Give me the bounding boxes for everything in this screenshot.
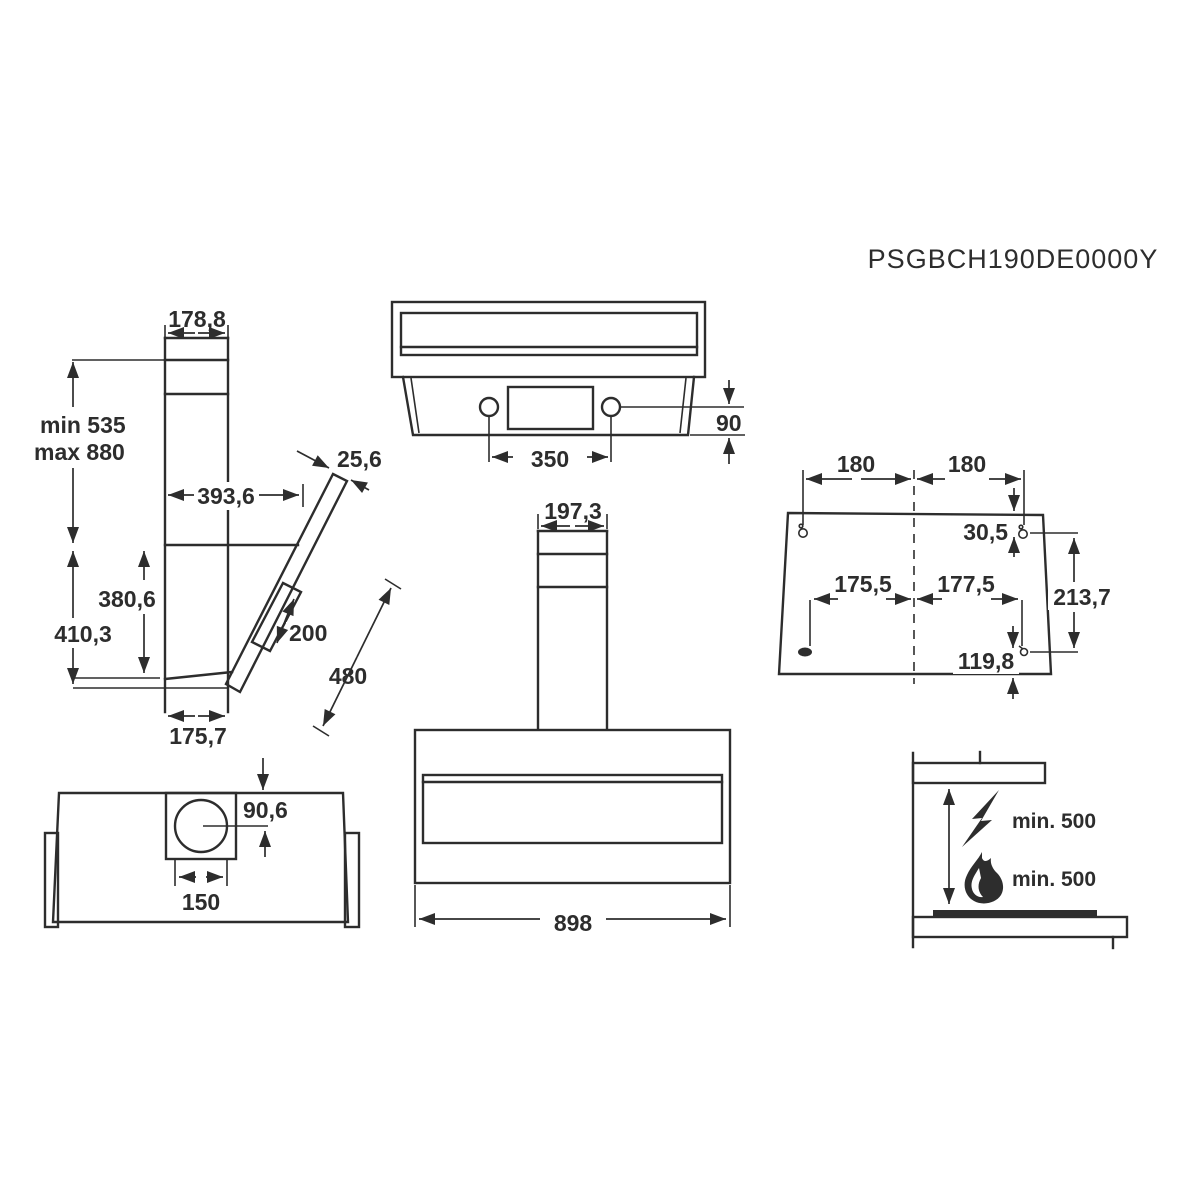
dim-duct-diameter: 150 <box>174 860 228 915</box>
body-outline <box>401 375 696 437</box>
dim-side-chimney-width: 178,8 <box>164 306 229 339</box>
svg-text:119,8: 119,8 <box>958 648 1014 674</box>
dim-side-bottom-depth: 175,7 <box>168 710 227 749</box>
flame-icon <box>964 852 1004 904</box>
dim-duct-offset: 90,6 <box>203 758 288 857</box>
dim-mount-bottom-offset: 119,8 <box>953 626 1078 699</box>
svg-text:150: 150 <box>182 889 220 915</box>
body-inner-line <box>410 377 420 434</box>
hood-top-outline <box>51 791 350 924</box>
body-inner-line <box>679 377 687 434</box>
side-view: 178,8 min 535 max 880 393,6 25,6 <box>34 306 402 749</box>
dim-mount-right-180: 180 <box>917 451 1025 525</box>
svg-text:213,7: 213,7 <box>1053 584 1111 610</box>
svg-text:180: 180 <box>948 451 986 477</box>
svg-text:350: 350 <box>531 446 569 472</box>
dim-mount-left-180: 180 <box>802 451 911 525</box>
svg-text:480: 480 <box>329 663 367 689</box>
cooktop-surface <box>933 910 1097 917</box>
svg-text:180: 180 <box>837 451 875 477</box>
dim-front-chimney-width: 197,3 <box>537 498 608 532</box>
svg-text:410,3: 410,3 <box>54 621 112 647</box>
dim-mount-top-offset: 30,5 <box>963 488 1078 557</box>
junction-box <box>506 385 595 431</box>
mounting-panel-outline <box>777 511 1053 676</box>
dim-side-chimney-height: min 535 max 880 <box>34 359 165 543</box>
dim-side-glass-thickness: 25,6 <box>296 446 382 494</box>
dim-side-height-min: min 535 <box>40 412 126 438</box>
hood-bottom-edge <box>163 670 234 681</box>
mounting-hole-right <box>600 396 622 418</box>
dim-front-body-width: 898 <box>414 885 731 936</box>
svg-text:178,8: 178,8 <box>168 306 226 332</box>
dim-top-hole-spacing: 350 <box>488 416 612 472</box>
svg-text:197,3: 197,3 <box>544 498 602 524</box>
keyhole-top-right <box>1017 524 1028 539</box>
lightning-icon <box>962 790 999 847</box>
clearance-gas-label: min. 500 <box>1012 868 1096 891</box>
svg-text:898: 898 <box>554 910 593 936</box>
top-view: 350 90 <box>390 300 745 472</box>
svg-text:200: 200 <box>289 620 327 646</box>
handle-strip <box>250 581 303 653</box>
glass-panel <box>224 472 349 694</box>
product-code: PSGBCH190DE0000Y <box>868 244 1159 274</box>
side-flange-right <box>343 831 361 929</box>
dim-side-glass-length: 480 <box>312 578 402 737</box>
front-view: 197,3 898 <box>413 498 732 936</box>
svg-text:25,6: 25,6 <box>337 446 382 472</box>
hole-bottom-left <box>798 647 812 657</box>
clearance-electric-label: min. 500 <box>1012 810 1096 833</box>
svg-text:380,6: 380,6 <box>98 586 156 612</box>
mounting-view: 180 180 30,5 213,7 175,5 <box>777 451 1116 699</box>
dim-mount-mid-left: 175,5 <box>809 571 911 646</box>
duct-view: 90,6 150 <box>43 758 361 929</box>
dim-mount-vertical: 213,7 <box>1048 538 1116 648</box>
side-flange-left <box>43 831 60 929</box>
hole-bottom-right <box>1018 645 1029 657</box>
clearance-view: min. 500 min. 500 <box>911 750 1129 950</box>
dim-top-hole-offset: 90 <box>620 380 745 464</box>
body-outline <box>413 728 732 885</box>
svg-text:175,7: 175,7 <box>169 723 227 749</box>
svg-text:90: 90 <box>716 410 742 436</box>
glass-front-panel <box>421 773 724 845</box>
dim-side-handle-length: 200 <box>276 598 332 646</box>
keyhole-top-left <box>797 523 808 538</box>
svg-text:30,5: 30,5 <box>963 519 1008 545</box>
svg-text:90,6: 90,6 <box>243 797 288 823</box>
dim-side-top-depth: 393,6 <box>168 482 304 510</box>
svg-text:393,6: 393,6 <box>197 483 255 509</box>
dim-side-body-height: 380,6 <box>72 551 160 679</box>
dim-side-height-max: max 880 <box>34 439 125 465</box>
dim-side-total-height: 410,3 <box>54 551 228 689</box>
counter-outline <box>911 915 1129 939</box>
svg-text:175,5: 175,5 <box>834 571 892 597</box>
hood-canopy <box>911 761 1047 785</box>
svg-text:177,5: 177,5 <box>937 571 995 597</box>
mounting-hole-left <box>478 396 500 418</box>
hood-outer-outline <box>390 300 707 379</box>
dim-mount-mid-right: 177,5 <box>917 571 1023 646</box>
vent-slot <box>399 311 699 357</box>
